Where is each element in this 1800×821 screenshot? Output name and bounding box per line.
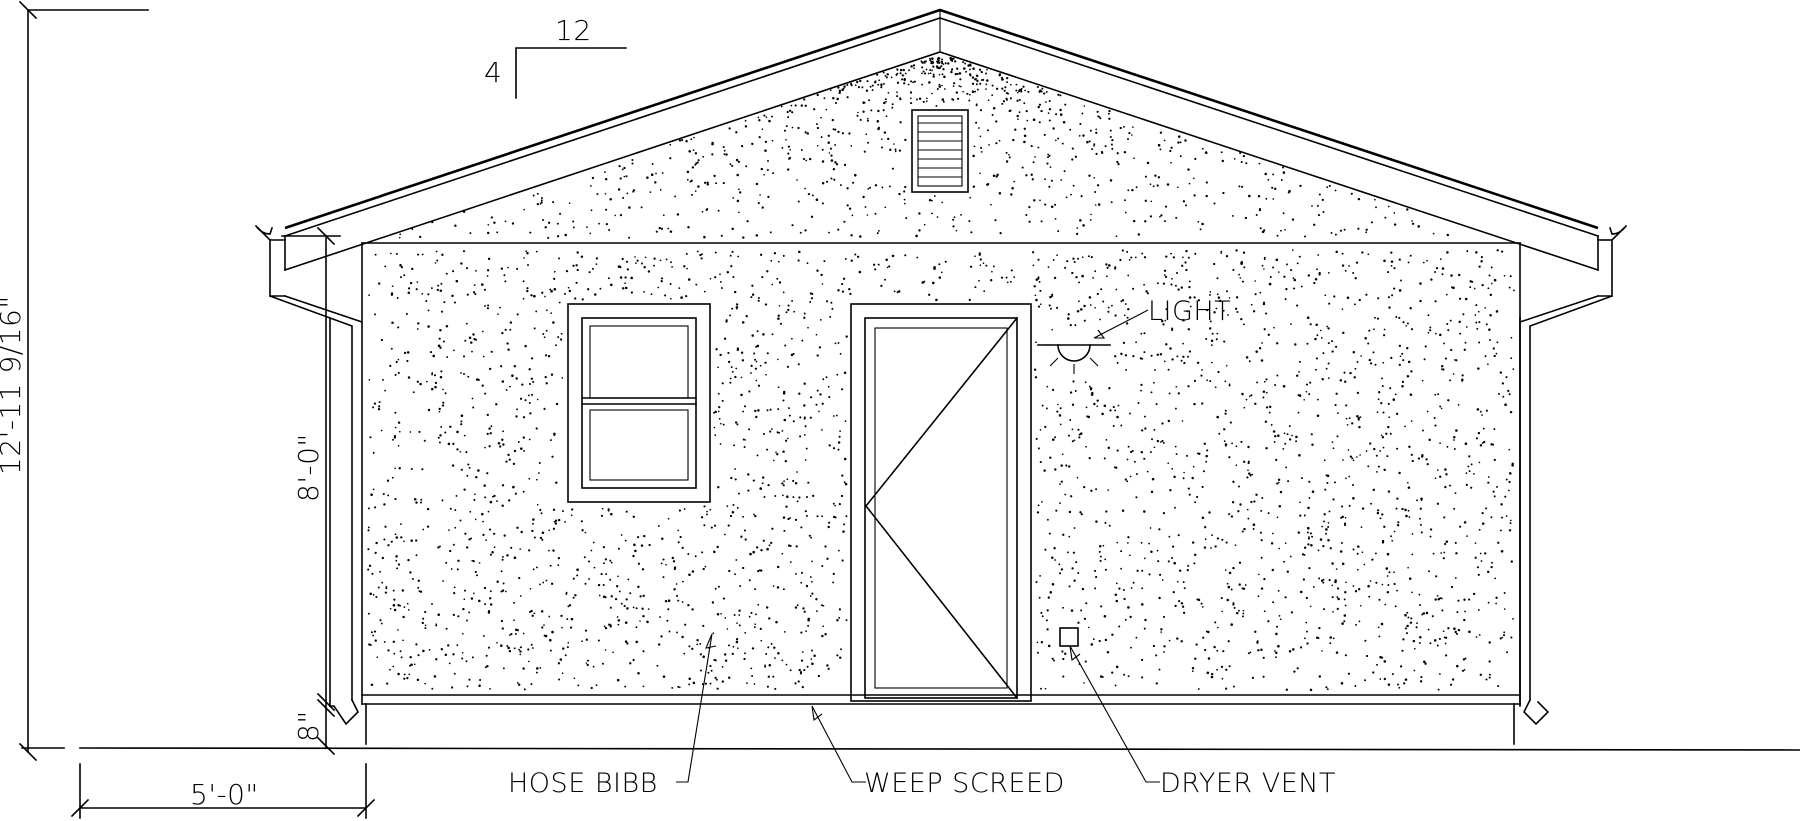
- wall-height-label: 8'-0": [292, 433, 325, 502]
- callout-weep-screed: WEEP SCREED: [811, 705, 1065, 799]
- roof: [283, 8, 1600, 272]
- dimension-overall-height: 12'-11 9/16": [0, 0, 149, 762]
- door: [850, 303, 1032, 702]
- gutter-left: [254, 224, 364, 726]
- overall-height-label: 12'-11 9/16": [0, 295, 27, 475]
- light-label: LIGHT: [1148, 296, 1231, 327]
- overhang-width-label: 5'-0": [190, 778, 259, 811]
- weep-screed-label: WEEP SCREED: [864, 768, 1065, 799]
- pitch-run-label: 12: [555, 14, 592, 47]
- dryer-vent-label: DRYER VENT: [1160, 768, 1336, 799]
- light-fixture: [1037, 344, 1111, 374]
- dimension-overhang-width: 5'-0": [70, 763, 376, 819]
- hose-bibb-label: HOSE BIBB: [508, 768, 658, 799]
- wall: [361, 242, 1521, 745]
- gutter-right: [1518, 224, 1628, 726]
- stucco-texture-gable: [398, 56, 1450, 239]
- dryer-vent: [1059, 627, 1079, 647]
- window: [567, 303, 711, 503]
- dimension-wall-height: 8'-0" 8": [281, 226, 341, 756]
- base-height-label: 8": [292, 710, 325, 742]
- stucco-texture-wall: [367, 249, 1515, 692]
- ground-line: [79, 747, 1800, 751]
- callout-hose-bibb: HOSE BIBB: [508, 633, 717, 799]
- callout-light: LIGHT: [1093, 296, 1231, 339]
- pitch-rise-label: 4: [484, 56, 502, 89]
- roof-pitch-symbol: 12 4: [484, 14, 627, 99]
- callout-dryer-vent: DRYER VENT: [1069, 645, 1336, 799]
- gable-vent: [911, 109, 969, 193]
